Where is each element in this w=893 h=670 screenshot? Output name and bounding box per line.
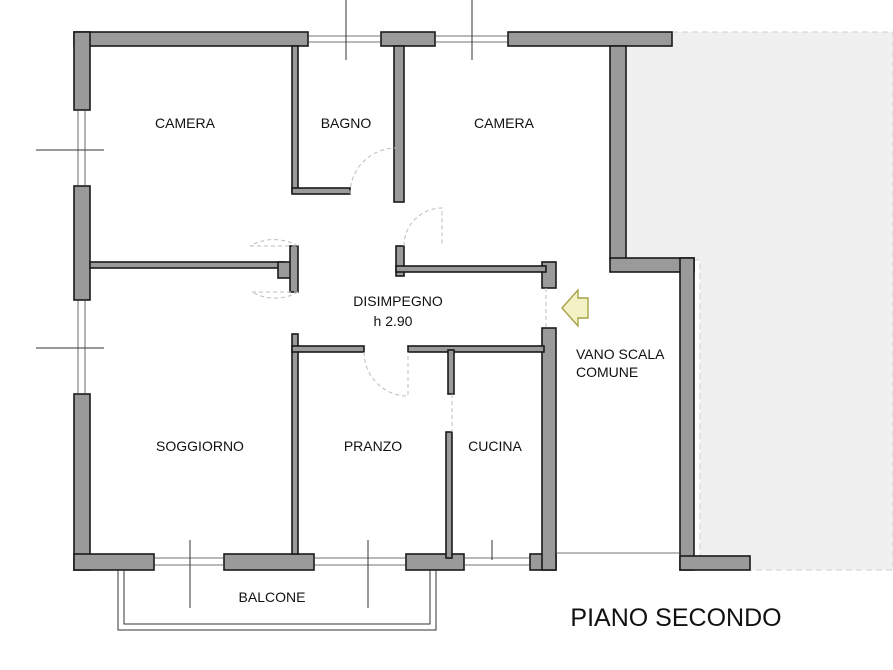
room-label-soggiorno: SOGGIORNO bbox=[156, 438, 244, 454]
room-height-disimpegno: h 2.90 bbox=[374, 313, 413, 329]
room-label-disimpegno: DISIMPEGNO bbox=[353, 293, 443, 309]
door-swings bbox=[249, 147, 547, 432]
room-label-camera-right: CAMERA bbox=[474, 115, 535, 131]
room-label-camera-left: CAMERA bbox=[155, 115, 216, 131]
room-label-vano-scala-comune: COMUNE bbox=[576, 364, 638, 380]
room-label-bagno: BAGNO bbox=[321, 115, 372, 131]
room-label-cucina: CUCINA bbox=[468, 438, 522, 454]
room-label-balcone: BALCONE bbox=[239, 589, 306, 605]
plan-title: PIANO SECONDO bbox=[570, 604, 781, 632]
walls bbox=[73, 31, 751, 571]
balcony-outline bbox=[117, 570, 437, 631]
entrance-arrow-icon bbox=[561, 288, 589, 328]
windows bbox=[36, 0, 680, 608]
room-label-pranzo: PRANZO bbox=[344, 438, 402, 454]
adjacent-area bbox=[625, 31, 893, 571]
room-label-vano-scala: VANO SCALA bbox=[576, 346, 665, 362]
